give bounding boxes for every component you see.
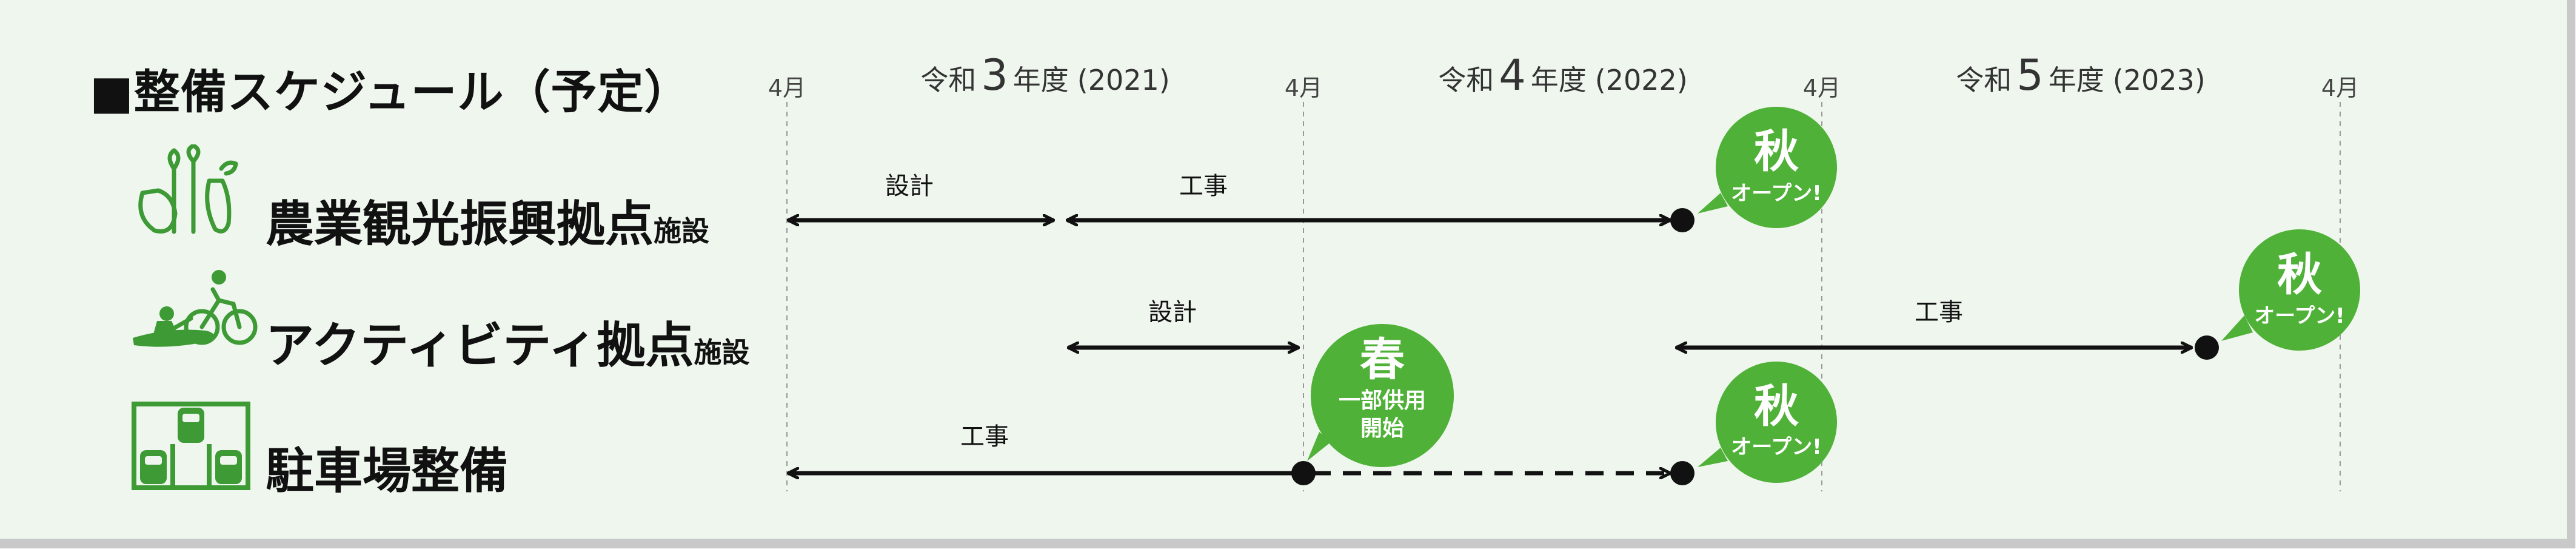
phase-label-design: 設計 xyxy=(885,172,934,200)
svg-text:開始: 開始 xyxy=(1360,416,1404,441)
milestone-dot xyxy=(1291,461,1316,485)
row-label-activity: アクティビティ拠点施設 xyxy=(266,306,749,377)
svg-text:秋: 秋 xyxy=(2277,249,2322,301)
row-label-parking: 駐車場整備 xyxy=(266,432,508,502)
svg-text:オープン!: オープン! xyxy=(1731,181,1821,206)
phase-label-construction: 工事 xyxy=(1915,298,1963,326)
april-label: 4月 xyxy=(1285,75,1322,101)
milestone-dot xyxy=(1670,461,1694,485)
svg-text:秋: 秋 xyxy=(1754,380,1799,433)
vegetables-icon xyxy=(138,144,238,234)
phase-label-construction: 工事 xyxy=(1179,172,1228,200)
schedule-title: ■整備スケジュール（予定） xyxy=(90,65,691,119)
svg-text:オープン!: オープン! xyxy=(2254,304,2344,328)
autumn-open-bubble: 秋 オープン! xyxy=(1698,362,1837,483)
svg-text:一部供用: 一部供用 xyxy=(1339,388,1426,413)
autumn-open-bubble: 秋 オープン! xyxy=(2221,229,2360,351)
april-label: 4月 xyxy=(1803,75,1841,101)
row-label-agri-tourism: 農業観光振興拠点施設 xyxy=(266,185,709,255)
row-label-suffix: 施設 xyxy=(694,336,750,369)
cycling-kayak-icon xyxy=(133,270,258,347)
april-label: 4月 xyxy=(768,75,806,101)
row-label-text: 農業観光振興拠点 xyxy=(266,196,654,252)
autumn-open-bubble: 秋 オープン! xyxy=(1698,107,1837,228)
phase-label-design: 設計 xyxy=(1148,298,1197,326)
april-label: 4月 xyxy=(2321,75,2359,101)
phase-label-construction: 工事 xyxy=(960,423,1009,451)
svg-text:オープン!: オープン! xyxy=(1731,435,1821,459)
spring-partial-open-bubble: 春 一部供用 開始 xyxy=(1307,324,1454,467)
parking-lot-icon xyxy=(132,402,250,490)
milestone-dot xyxy=(1670,208,1694,232)
row-label-text: 駐車場整備 xyxy=(266,443,508,499)
milestone-dot xyxy=(2195,335,2219,360)
svg-text:春: 春 xyxy=(1360,334,1405,386)
svg-text:秋: 秋 xyxy=(1754,126,1799,178)
row-label-suffix: 施設 xyxy=(654,215,709,248)
row-label-text: アクティビティ拠点 xyxy=(266,317,694,374)
